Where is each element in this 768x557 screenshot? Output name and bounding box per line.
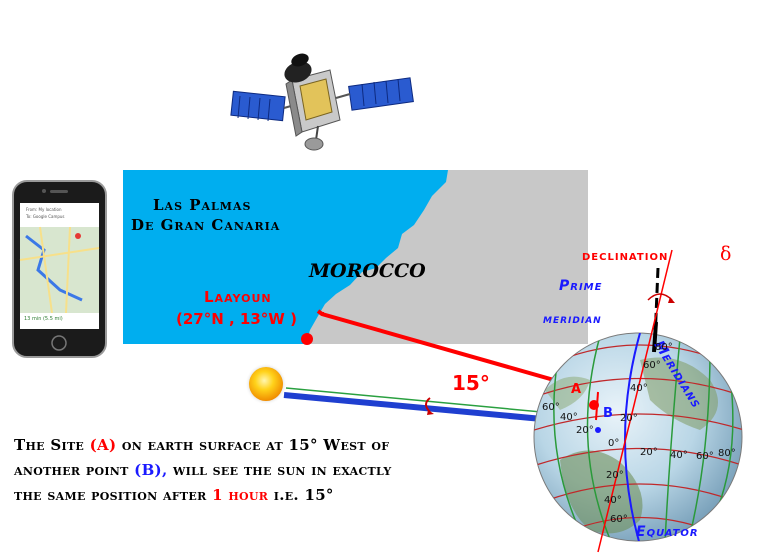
prime-label: Prime — [559, 278, 603, 294]
phone-eta-text: 13 min (5.5 mi) — [24, 316, 63, 322]
caption-point-b: (B), — [134, 461, 168, 479]
lon-tick: 60° — [696, 451, 714, 462]
declination-label: declination — [582, 248, 669, 264]
caption-point-a: (A) — [89, 436, 117, 454]
lon-tick: 20° — [576, 425, 594, 436]
point-b-label: B — [603, 406, 613, 421]
phone-status-text: From: My location — [26, 207, 62, 212]
lat-tick: 20° — [606, 470, 624, 481]
city-coords: (27°N , 13°W ) — [176, 310, 297, 328]
caption-line-3: the same position after 1 hour i.e. 15° — [14, 486, 334, 504]
region-label-line1: Las Palmas — [153, 196, 252, 214]
point-b-marker — [595, 427, 601, 433]
lon-tick: 20° — [640, 447, 658, 458]
declination-symbol: δ — [720, 243, 732, 265]
sun-icon — [245, 363, 287, 405]
lat-tick: 60° — [610, 514, 628, 525]
point-a-label: A — [571, 382, 582, 397]
phone-route-text: To: Google Campus — [26, 214, 65, 219]
lon-tick: 80° — [718, 448, 736, 459]
lat-tick: 40° — [630, 383, 648, 394]
lat-tick: 20° — [620, 413, 638, 424]
point-a-marker — [589, 400, 599, 410]
satellite-icon — [230, 53, 414, 151]
caption-hour: 1 hour — [212, 486, 269, 504]
lon-tick: 40° — [670, 450, 688, 461]
lat-tick: 80° — [655, 342, 673, 353]
tilted-axis — [597, 249, 673, 553]
caption-line-2: another point (B), will see the sun in e… — [14, 461, 392, 479]
lat-tick: 0° — [608, 438, 620, 449]
phone-device — [12, 180, 107, 358]
lon-tick: 40° — [560, 412, 578, 423]
meridian-label: meridian — [543, 312, 602, 327]
equator-label: Equator — [636, 524, 699, 540]
angle-label: 15° — [452, 371, 490, 395]
lat-tick: 40° — [604, 495, 622, 506]
caption-line-1: The Site (A) on earth surface at 15° Wes… — [14, 436, 390, 454]
city-label: Laayoun — [204, 288, 272, 306]
lon-tick: 60° — [542, 402, 560, 413]
caption-block: The Site (A) on earth surface at 15° Wes… — [14, 433, 392, 508]
country-label: MOROCCO — [309, 260, 426, 282]
laayoun-marker — [301, 333, 313, 345]
region-label-line2: De Gran Canaria — [131, 216, 281, 234]
ocean-area — [123, 170, 448, 344]
globe — [533, 249, 743, 553]
lat-tick: 60° — [643, 360, 661, 371]
map-panel — [123, 170, 588, 345]
